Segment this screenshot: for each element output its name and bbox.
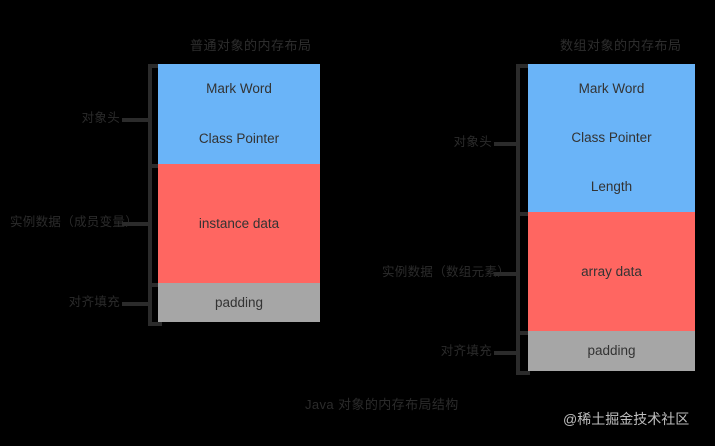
normal-object-title: 普通对象的内存布局 [190, 38, 312, 53]
array-object-bracket-tick-array-end [516, 331, 530, 335]
array-object-annotation-object-header: 对象头 [453, 135, 492, 149]
array-object-bracket-rail [516, 64, 520, 375]
normal-object-header-pointer [122, 118, 150, 122]
array-object-padding-pointer [494, 351, 518, 355]
array-object-title: 数组对象的内存布局 [560, 38, 682, 53]
normal-object-bracket-cap-top [148, 64, 162, 68]
normal-object-row-mark-word: Mark Word [206, 81, 272, 96]
normal-object-padding-pointer [122, 302, 150, 306]
normal-object-bracket-tick-header-end [148, 164, 162, 168]
diagram-caption: Java 对象的内存布局结构 [305, 397, 459, 412]
normal-object-annotation-alignment-padding: 对齐填充 [68, 295, 120, 309]
array-object-array-pointer [494, 272, 518, 276]
array-object-segment-header: Mark Word Class Pointer Length [528, 64, 695, 212]
normal-object-row-instance-data: instance data [198, 215, 280, 231]
normal-object-row-padding: padding [214, 294, 264, 310]
normal-object-bracket-rail [148, 64, 152, 326]
normal-object-segment-instance: instance data [158, 164, 320, 283]
watermark: @稀土掘金技术社区 [563, 411, 690, 427]
array-object-annotation-array-data: 实例数据（数组元素） [382, 265, 511, 279]
array-object-row-padding: padding [587, 343, 636, 358]
array-object-row-array-data: array data [581, 263, 642, 279]
normal-object-bracket-cap-bottom [148, 322, 162, 326]
array-object-segment-array: array data [528, 212, 695, 331]
normal-object-row-class-pointer: Class Pointer [198, 131, 280, 146]
normal-object-annotation-object-header: 对象头 [81, 111, 120, 125]
array-object-row-length: Length [590, 179, 633, 195]
array-object-row-mark-word: Mark Word [578, 80, 645, 96]
array-object-row-class-pointer: Class Pointer [571, 129, 652, 145]
array-object-segment-padding: padding [528, 331, 695, 371]
normal-object-instance-pointer [122, 222, 150, 226]
normal-object-bracket-tick-instance-end [148, 283, 162, 287]
normal-object-annotation-instance-data: 实例数据（成员变量） [10, 215, 139, 229]
normal-object-segment-header: Mark Word Class Pointer [158, 64, 320, 164]
array-object-annotation-alignment-padding: 对齐填充 [440, 344, 492, 358]
normal-object-column: Mark Word Class Pointer instance data pa… [158, 64, 320, 322]
array-object-header-pointer [494, 142, 518, 146]
normal-object-segment-padding: padding [158, 283, 320, 322]
array-object-bracket-cap-bottom [516, 371, 530, 375]
array-object-column: Mark Word Class Pointer Length array dat… [528, 64, 695, 371]
array-object-bracket-tick-header-end [516, 212, 530, 216]
array-object-bracket-cap-top [516, 64, 530, 68]
